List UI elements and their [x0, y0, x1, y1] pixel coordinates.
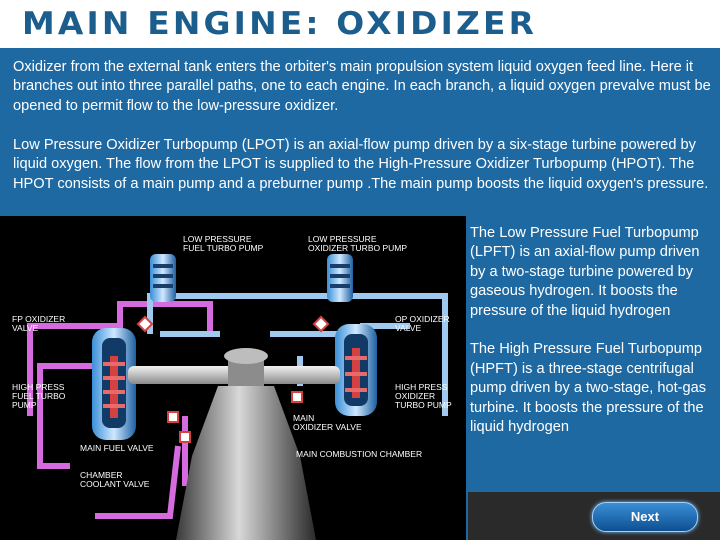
hp-fuel-turbopump — [92, 328, 136, 440]
label-chamber-coolant-valve-1: CHAMBER — [80, 470, 123, 480]
label-hp-fuel-turbopump-2: FUEL TURBO — [12, 391, 66, 401]
label-op-oxidizer-valve-2: VALVE — [395, 323, 421, 333]
side-text: The Low Pressure Fuel Turbopump (LPFT) i… — [470, 224, 710, 437]
lp-fuel-turbopump — [150, 254, 176, 302]
hp-oxidizer-turbopump — [335, 324, 377, 416]
label-lp-oxidizer-turbopump-2: OXIDIZER TURBO PUMP — [308, 243, 407, 253]
label-lp-fuel-turbopump-1: LOW PRESSURE — [183, 234, 252, 244]
valves — [136, 315, 330, 443]
page-title: Main Engine: Oxidizer — [22, 6, 538, 42]
side-paragraph-lpft: The Low Pressure Fuel Turbopump (LPFT) i… — [470, 225, 700, 319]
label-main-combustion-chamber: MAIN COMBUSTION CHAMBER — [296, 449, 422, 459]
next-button[interactable]: Next — [592, 502, 698, 532]
intro-paragraph-2: Low Pressure Oxidizer Turbopump (LPOT) i… — [13, 137, 709, 192]
engine-diagram: LOW PRESSURE FUEL TURBO PUMP LOW PRESSUR… — [0, 216, 466, 540]
label-lp-fuel-turbopump-2: FUEL TURBO PUMP — [183, 243, 264, 253]
label-main-oxidizer-valve-1: MAIN — [293, 413, 314, 423]
label-lp-oxidizer-turbopump-1: LOW PRESSURE — [308, 234, 377, 244]
label-chamber-coolant-valve-2: COOLANT VALVE — [80, 479, 150, 489]
lp-oxidizer-turbopump — [327, 254, 353, 302]
engine-diagram-svg: LOW PRESSURE FUEL TURBO PUMP LOW PRESSUR… — [12, 234, 452, 540]
label-hp-oxidizer-turbopump-3: TURBO PUMP — [395, 400, 452, 410]
label-fp-oxidizer-valve-1: FP OXIDIZER — [12, 314, 65, 324]
label-hp-fuel-turbopump-3: PUMP — [12, 400, 37, 410]
label-main-fuel-valve: MAIN FUEL VALVE — [80, 443, 154, 453]
side-paragraph-hpft: The High Pressure Fuel Turbopump (HPFT) … — [470, 341, 707, 436]
label-op-oxidizer-valve-1: OP OXIDIZER — [395, 314, 450, 324]
main-combustion-chamber — [176, 348, 316, 540]
label-hp-oxidizer-turbopump-1: HIGH PRESS — [395, 382, 448, 392]
label-hp-oxidizer-turbopump-2: OXIDIZER — [395, 391, 435, 401]
intro-paragraph-1: Oxidizer from the external tank enters t… — [13, 59, 711, 114]
label-hp-fuel-turbopump-1: HIGH PRESS — [12, 382, 65, 392]
label-main-oxidizer-valve-2: OXIDIZER VALVE — [293, 422, 362, 432]
title-bar: Main Engine: Oxidizer — [0, 0, 720, 48]
label-fp-oxidizer-valve-2: VALVE — [12, 323, 38, 333]
